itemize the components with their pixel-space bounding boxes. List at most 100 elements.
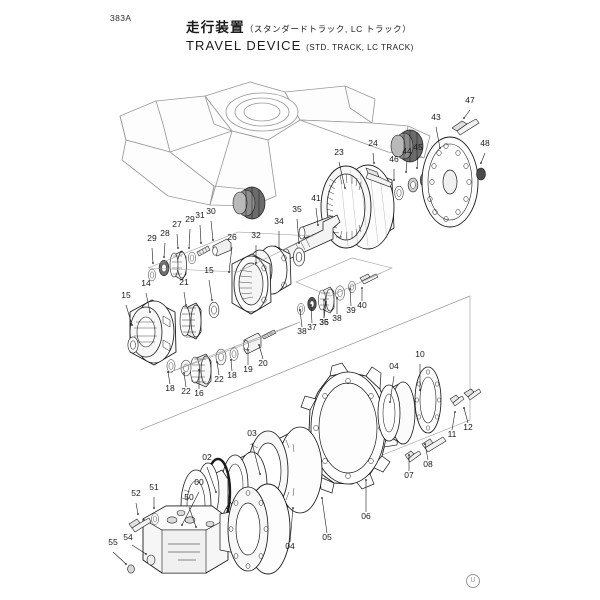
callout-number-45: 45	[413, 142, 423, 152]
callout-leader	[181, 491, 200, 526]
callout-leader	[299, 309, 303, 328]
cover-plate-43	[421, 136, 479, 228]
callout-anchor	[247, 349, 249, 351]
callout-leader	[251, 442, 261, 475]
callout-number-51: 51	[149, 482, 159, 492]
callout-number-22: 22	[181, 386, 191, 396]
callout-leader	[167, 371, 171, 385]
callout-leader	[135, 502, 139, 515]
callout-anchor	[230, 359, 232, 361]
callout-number-07: 07	[404, 470, 414, 480]
bolt-07	[404, 450, 422, 463]
plug-55	[127, 564, 135, 574]
title-english-main: TRAVEL DEVICE	[186, 37, 302, 53]
callout-anchor	[321, 497, 323, 499]
washer-15b	[208, 301, 220, 319]
callout-number-48: 48	[480, 138, 490, 148]
callout-leader	[230, 359, 233, 372]
callout-number-21: 21	[179, 277, 189, 287]
page-corner-mark: U	[466, 574, 480, 588]
pin-19	[243, 332, 262, 355]
bearing-22	[180, 359, 192, 377]
callout-anchor	[125, 563, 127, 565]
callout-anchor	[258, 344, 260, 346]
gear-27	[169, 250, 187, 281]
callout-anchor	[416, 167, 418, 169]
callout-number-24: 24	[368, 138, 378, 148]
callout-number-06: 06	[361, 511, 371, 521]
title-japanese: 走行装置（スタンダードトラック, LC トラック）	[186, 20, 516, 37]
callout-number-23: 23	[334, 147, 344, 157]
callout-anchor	[393, 179, 395, 181]
callout-anchor	[216, 361, 218, 363]
bolt-40	[359, 273, 379, 285]
callout-number-35: 35	[319, 317, 329, 327]
washer-35	[292, 247, 306, 267]
callout-anchor	[439, 147, 441, 149]
callout-leader	[463, 407, 469, 424]
callout-leader	[210, 220, 214, 241]
callout-leader	[435, 126, 441, 149]
callout-number-14: 14	[141, 278, 151, 288]
bolt-47	[451, 118, 480, 136]
callout-anchor	[389, 401, 391, 403]
callout-leader	[310, 304, 313, 324]
callout-anchor	[349, 288, 351, 290]
callout-number-40: 40	[357, 300, 367, 310]
callout-leader	[323, 301, 327, 319]
callout-number-44: 44	[402, 146, 412, 156]
callout-number-36: 36	[319, 317, 329, 327]
plug-54	[146, 554, 156, 566]
callout-anchor	[292, 507, 294, 509]
pin-31	[196, 245, 211, 257]
callout-number-27: 27	[172, 219, 182, 229]
washer-38	[297, 303, 305, 315]
callout-number-47: 47	[465, 95, 475, 105]
washer-51	[151, 513, 159, 525]
callout-leader	[188, 228, 191, 249]
callout-number-31: 31	[195, 210, 205, 220]
callout-anchor	[299, 309, 301, 311]
callout-anchor	[408, 454, 410, 456]
callout-number-12: 12	[463, 422, 473, 432]
callout-leader	[416, 156, 419, 169]
title-english-sub: (STD. TRACK, LC TRACK)	[306, 42, 414, 52]
callout-number-15: 15	[121, 290, 131, 300]
callout-anchor	[228, 271, 230, 273]
gear-case-splines	[238, 269, 254, 300]
callout-anchor	[323, 299, 325, 301]
callout-number-35: 35	[292, 204, 302, 214]
callout-anchor	[278, 247, 280, 249]
callout-anchor	[419, 389, 421, 391]
callout-leader	[125, 304, 133, 326]
callout-number-22: 22	[214, 374, 224, 384]
bearing-37	[307, 296, 317, 312]
callout-number-10: 10	[415, 349, 425, 359]
track-frame-overview	[119, 81, 431, 207]
callout-number-20: 20	[258, 358, 268, 368]
title-japanese-main: 走行装置	[186, 20, 245, 35]
callout-number-46: 46	[389, 154, 399, 164]
callout-leader	[112, 551, 127, 565]
flange-bolt-holes	[228, 490, 269, 569]
callout-number-16: 16	[194, 388, 204, 398]
callout-anchor	[361, 287, 363, 289]
callout-leader	[321, 497, 328, 534]
callout-number-26: 26	[227, 232, 237, 242]
callout-anchor	[200, 242, 202, 244]
callout-anchor	[149, 311, 151, 313]
callout-anchor	[344, 187, 346, 189]
callout-anchor	[454, 411, 456, 413]
callout-number-11: 11	[448, 429, 457, 439]
gear-21	[179, 302, 202, 340]
callout-leader	[163, 242, 166, 258]
gear-36	[318, 286, 335, 314]
callout-leader	[349, 288, 352, 307]
washer-29b	[188, 251, 196, 265]
callout-leader	[315, 207, 319, 226]
callout-leader	[372, 152, 375, 164]
nut-48	[476, 167, 486, 181]
seal-04b	[377, 381, 416, 445]
callout-anchor	[177, 247, 179, 249]
